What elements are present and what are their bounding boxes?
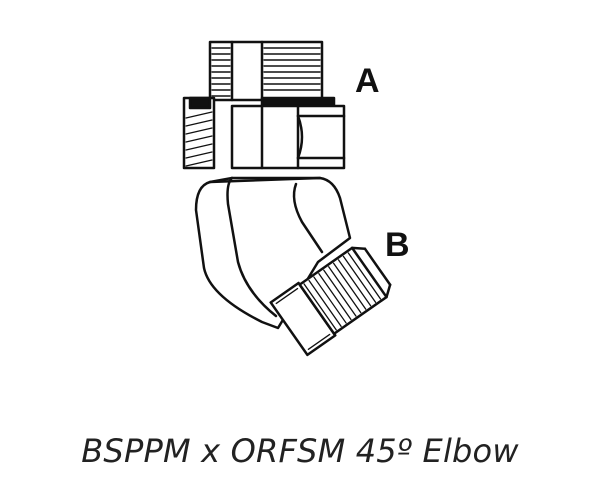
elbow-body — [194, 176, 352, 330]
label-b: B — [385, 226, 410, 264]
caption: BSPPM x ORFSM 45º Elbow — [81, 432, 519, 470]
side-locknut — [182, 96, 216, 170]
bottom-thread — [269, 246, 392, 357]
hex-nut — [230, 104, 346, 170]
label-a: A — [355, 62, 380, 100]
top-thread — [208, 40, 324, 102]
